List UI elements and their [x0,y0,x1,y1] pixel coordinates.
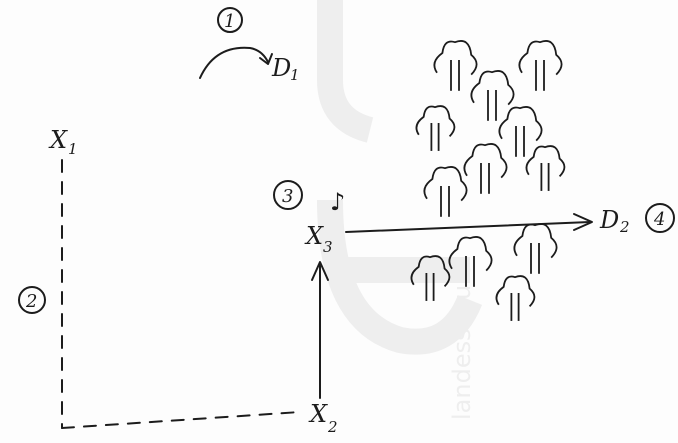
tree-icon [410,255,451,301]
forest [410,40,566,321]
x1-letter: X [48,126,68,154]
tree-icon [518,40,563,91]
dashed-horizontal-path [61,411,301,429]
arrow-x3-to-d2-head [573,213,593,231]
label-x3: X 3 [304,222,333,256]
x2-letter: X [308,400,328,428]
tree-icon [463,143,508,194]
tree-icon [498,106,543,157]
tree-icon [495,275,536,321]
tree-icon [525,145,566,191]
curve-arrowhead [259,53,273,65]
label-x2: X 2 [308,400,338,436]
tree-icon [423,166,468,217]
step-1-marker: 1 [217,7,243,33]
d1-subscript: 1 [290,66,300,84]
watermark-text: landesschule [448,263,476,420]
d2-subscript: 2 [619,218,630,236]
tree-icon [448,236,493,287]
step-3-number: 3 [282,186,293,207]
d2-letter: D [599,206,619,234]
d1-letter: D [271,54,291,82]
label-x1: X 1 [48,126,78,158]
music-note-icon: ♪ [330,188,345,216]
tree-icon [415,105,456,151]
arrow-x2-to-x3-head [311,261,329,281]
x2-subscript: 2 [327,418,338,436]
x3-subscript: 3 [323,238,333,256]
tree-icon [513,223,558,274]
step-4-number: 4 [653,209,665,230]
label-d2: D 2 [599,206,630,236]
arrow-x3-to-d2 [345,221,591,233]
label-d1: D 1 [271,54,300,84]
step-4-marker: 4 [645,203,675,233]
watermark: landesschule [317,0,483,420]
curve-arrow-to-d1 [199,46,269,79]
tree-icon [470,70,515,121]
step-3-marker: 3 [273,180,303,210]
x3-letter: X [304,222,324,250]
step-2-number: 2 [25,291,37,312]
tree-icon [433,40,478,91]
step-1-number: 1 [224,11,235,32]
x1-subscript: 1 [68,140,78,158]
step-2-marker: 2 [18,286,46,314]
